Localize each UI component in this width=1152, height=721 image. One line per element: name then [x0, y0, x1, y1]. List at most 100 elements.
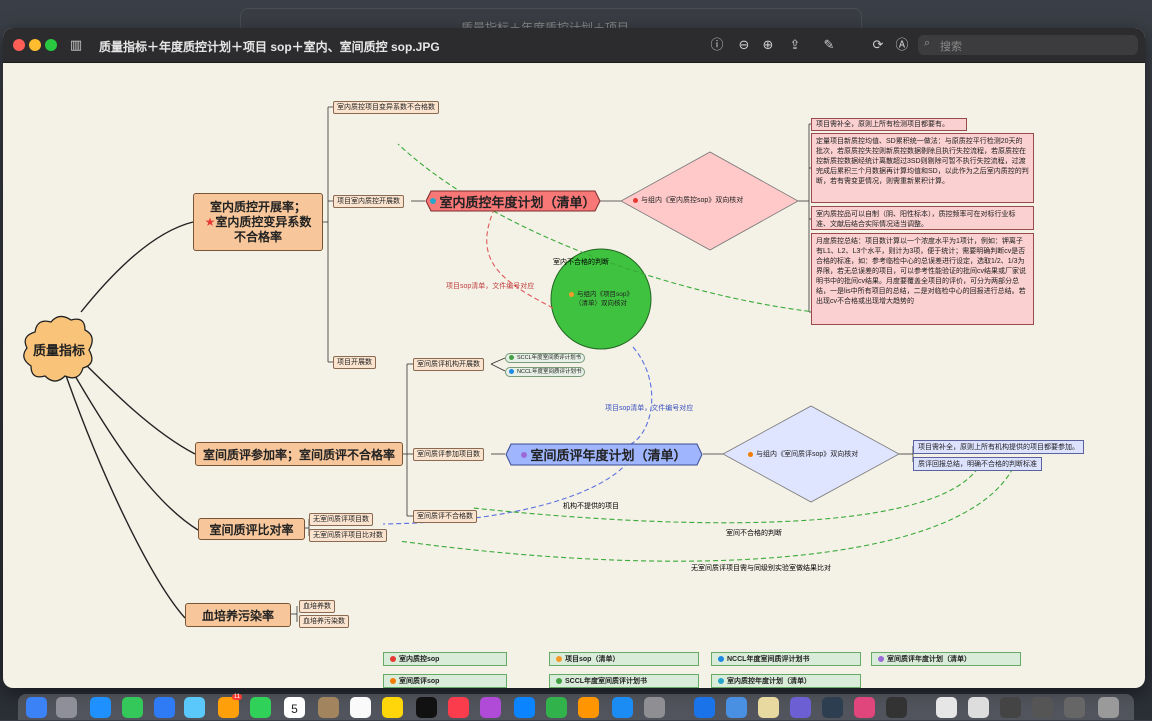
branch-eqa[interactable]: 室间质评参加率；室间质评不合格率 [195, 442, 403, 466]
messages-icon[interactable] [122, 697, 143, 718]
screenshot-icon[interactable] [822, 697, 843, 718]
folder-icon[interactable] [1000, 697, 1021, 718]
indoor-sop-dot-icon [633, 198, 638, 203]
branch-indoor-line1: 室内质控开展率； [209, 199, 306, 214]
minimize-button[interactable] [29, 39, 41, 51]
preview-icon[interactable] [758, 697, 779, 718]
podcasts-icon[interactable] [480, 697, 501, 718]
project-sop-circle-label[interactable]: 与组内《项目sop》（清单）双向核对 [559, 290, 643, 308]
app-icon[interactable] [790, 697, 811, 718]
chat-icon[interactable] [726, 697, 747, 718]
mindmap-canvas: 质量指标 室内质控开展率； ★室内质控变异系数 不合格率 室间质评参加率；室间质… [3, 62, 1145, 688]
eqa-plan-dot-icon [521, 451, 528, 458]
blood-item-contaminated[interactable]: 血培养污染数 [299, 615, 349, 628]
pages-icon[interactable] [578, 697, 599, 718]
contacts-icon[interactable] [318, 697, 339, 718]
eqa-sop-dot-icon [748, 452, 753, 457]
eqa-note-1: 项目需补全，原则上所有机构提供的项目都要参加。 [913, 440, 1084, 454]
close-button[interactable] [13, 39, 25, 51]
compare-item-no-eqa-compare[interactable]: 无室间质评项目比对数 [309, 529, 387, 542]
sidebar-icon[interactable]: ▥ [69, 37, 83, 52]
tag-nccl-plan[interactable]: NCCL年度室间质评计划书 [505, 367, 586, 377]
tv-icon[interactable] [416, 697, 437, 718]
legend-dot-icon [556, 678, 562, 684]
notes-icon[interactable] [382, 697, 403, 718]
branch-indoor-qc[interactable]: 室内质控开展率； ★室内质控变异系数 不合格率 [193, 193, 323, 251]
app-icon[interactable] [854, 697, 875, 718]
search-field[interactable]: ⌕ 搜索 [918, 35, 1138, 55]
keynote-icon[interactable] [514, 697, 535, 718]
annotate-icon[interactable]: Ⓐ [895, 37, 909, 52]
window-title: 质量指标＋年度质控计划＋项目 sop＋室内、室间质控 sop.JPG [99, 40, 440, 54]
label-sop-blue: 项目sop清单，文件编号对应 [605, 405, 694, 412]
eqa-diamond-label[interactable]: 与组内《室间质评sop》双向核对 [748, 449, 858, 459]
facetime-icon[interactable] [250, 697, 271, 718]
indoor-diamond-label[interactable]: 与组内《室内质控sop》双向核对 [633, 195, 789, 205]
document-icon[interactable] [936, 697, 957, 718]
preview-window[interactable]: ▥ 质量指标＋年度质控计划＋项目 sop＋室内、室间质控 sop.JPG ⓘ ⊖… [3, 28, 1145, 688]
title-bar[interactable]: ▥ 质量指标＋年度质控计划＋项目 sop＋室内、室间质控 sop.JPG ⓘ ⊖… [3, 28, 1145, 63]
maps-icon[interactable] [184, 697, 205, 718]
search-icon: ⌕ [924, 37, 931, 49]
root-cloud-shape [23, 315, 93, 382]
indoor-item-qc-count[interactable]: 项目室内质控开展数 [333, 195, 404, 208]
legend-item-eqa-plan[interactable]: 室间质评年度计划（清单） [871, 652, 1021, 666]
indoor-plan-node[interactable]: 室内质控年度计划（清单） [425, 190, 601, 212]
tag-sccl-plan[interactable]: SCCL年度室间质评计划书 [505, 353, 586, 363]
downloads-icon[interactable] [1032, 697, 1053, 718]
zoom-out-icon[interactable]: ⊖ [738, 37, 750, 52]
compare-item-no-eqa[interactable]: 无室间质评项目数 [309, 513, 373, 526]
legend-dot-icon [390, 678, 396, 684]
stack-icon[interactable] [1064, 697, 1085, 718]
reminders-icon[interactable] [350, 697, 371, 718]
legend-item-indoor-sop[interactable]: 室内质控sop [383, 652, 507, 666]
label-no-provide: 机构不提供的项目 [563, 503, 619, 510]
indoor-item-project-count[interactable]: 项目开展数 [333, 356, 376, 369]
eqa-item-participate[interactable]: 室间质评参加项目数 [413, 448, 484, 461]
project-sop-dot-icon [569, 292, 574, 297]
branch-compare[interactable]: 室间质评比对率 [198, 518, 305, 540]
label-sop-red: 项目sop清单，文件编号对应 [446, 283, 535, 290]
legend-item-project-sop[interactable]: 项目sop（清单） [549, 652, 699, 666]
legend-item-sccl[interactable]: SCCL年度室间质评计划书 [549, 674, 699, 688]
document-icon[interactable] [968, 697, 989, 718]
indoor-plan-dot-icon [430, 198, 437, 204]
zoom-in-icon[interactable]: ⊕ [762, 37, 774, 52]
rotate-icon[interactable]: ⟳ [872, 37, 884, 52]
root-node[interactable]: 质量指标 [32, 343, 85, 358]
settings-icon[interactable] [644, 697, 665, 718]
bluetooth-icon[interactable] [694, 697, 715, 718]
eqa-plan-node[interactable]: 室间质评年度计划（清单） [505, 443, 703, 466]
branch-blood-culture[interactable]: 血培养污染率 [185, 603, 291, 627]
legend-item-indoor-plan[interactable]: 室内质控年度计划（清单） [711, 674, 861, 688]
star-icon: ★ [204, 214, 216, 229]
share-icon[interactable]: ⇪ [789, 37, 801, 52]
nccl-dot-icon [509, 369, 514, 374]
trash-icon[interactable] [1098, 697, 1119, 718]
safari-icon[interactable] [90, 697, 111, 718]
eqa-item-fail[interactable]: 室间质评不合格数 [413, 510, 477, 523]
info-icon[interactable]: ⓘ [710, 37, 724, 52]
photos-badge: 11 [231, 694, 242, 700]
legend-dot-icon [718, 678, 724, 684]
app-store-icon[interactable] [612, 697, 633, 718]
mail-icon[interactable] [154, 697, 175, 718]
legend-item-nccl[interactable]: NCCL年度室间质评计划书 [711, 652, 861, 666]
music-icon[interactable] [448, 697, 469, 718]
launchpad-icon[interactable] [56, 697, 77, 718]
dock: 11 5 [18, 694, 1134, 720]
zoom-button[interactable] [45, 39, 57, 51]
photos-icon[interactable]: 11 [218, 694, 242, 718]
legend-dot-icon [556, 656, 562, 662]
calendar-icon[interactable]: 5 [284, 697, 305, 718]
blood-item-count[interactable]: 血培养数 [299, 600, 335, 613]
indoor-item-cv-fail[interactable]: 室内质控项目变异系数不合格数 [333, 101, 439, 114]
eqa-plan-shape [505, 443, 703, 466]
finder-icon[interactable] [26, 697, 47, 718]
markup-icon[interactable]: ✎ [823, 37, 835, 52]
numbers-icon[interactable] [546, 697, 567, 718]
eqa-item-org-count[interactable]: 室间质评机构开展数 [413, 358, 484, 371]
branch-indoor-line2: ★室内质控变异系数 [204, 214, 312, 229]
legend-item-eqa-sop[interactable]: 室间质评sop [383, 674, 507, 688]
app-icon[interactable] [886, 697, 907, 718]
